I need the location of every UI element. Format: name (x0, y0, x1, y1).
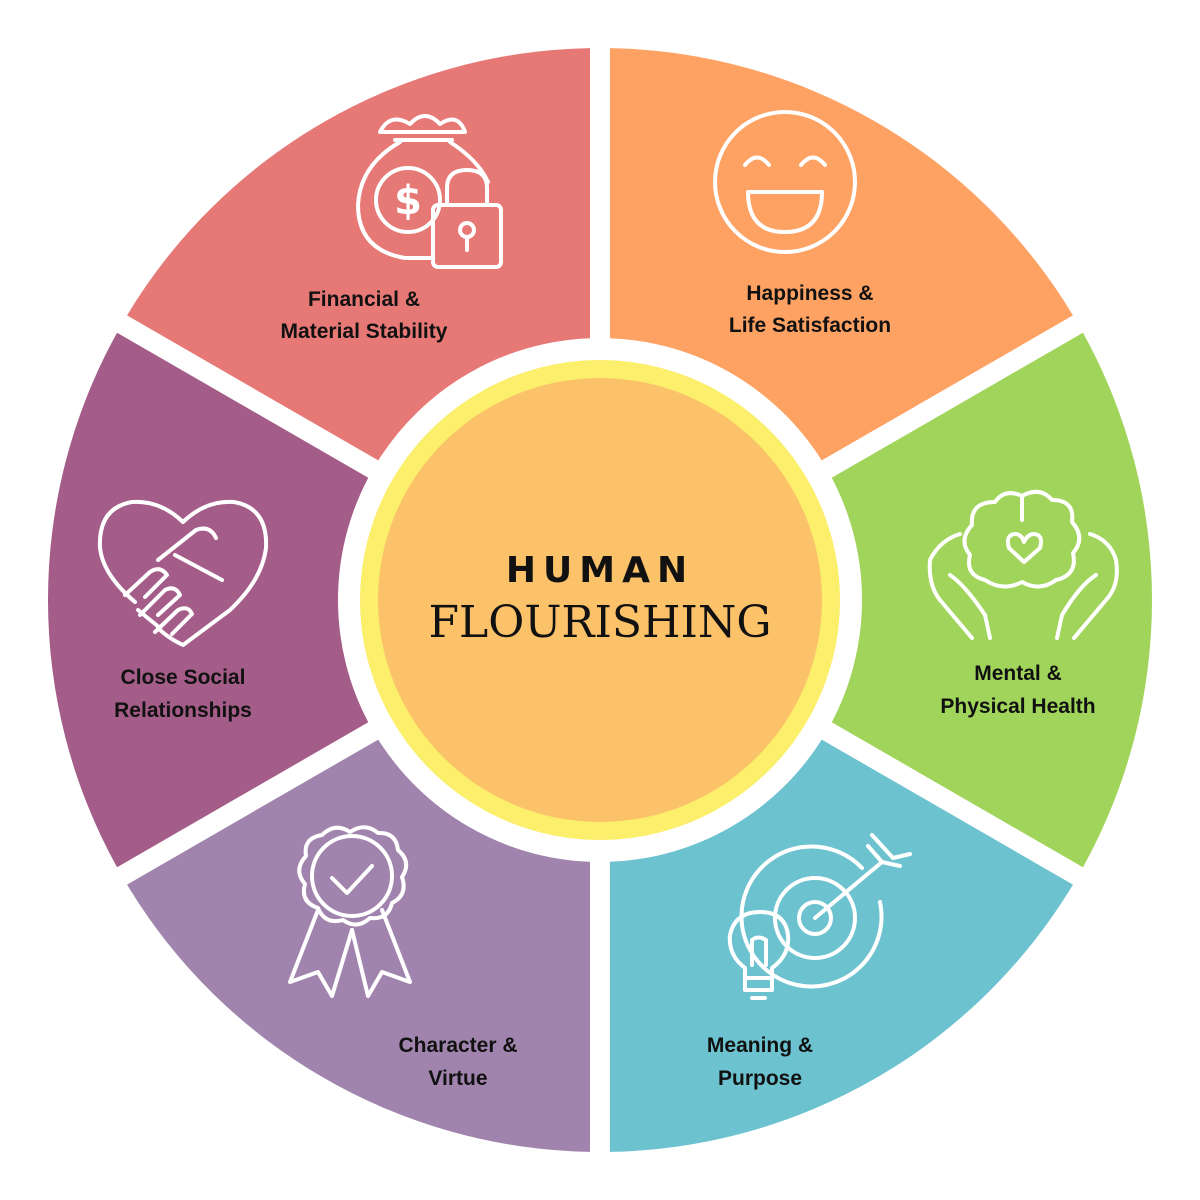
segment-relationships (47, 332, 369, 868)
handshake-heart-icon (97, 499, 269, 647)
center-title-bottom: FLOURISHING (429, 597, 772, 648)
label-relationships-line2: Relationships (114, 699, 252, 722)
label-meaning-line1: Meaning & (707, 1034, 813, 1057)
segment-character (127, 739, 591, 1152)
segment-happiness (609, 48, 1073, 461)
brain-hands-icon (927, 489, 1119, 640)
label-financial-line1: Financial & (308, 288, 420, 311)
award-ribbon-icon (288, 825, 412, 998)
segment-health (831, 332, 1152, 868)
center-title-top: HUMAN (506, 550, 694, 591)
label-health-line1: Mental & (974, 662, 1062, 685)
label-character-line2: Virtue (428, 1067, 487, 1090)
target-lightbulb-icon (727, 833, 912, 1000)
label-health-line2: Physical Health (940, 695, 1095, 718)
label-happiness-line1: Happiness & (746, 282, 873, 305)
label-character-line1: Character & (398, 1034, 517, 1057)
label-happiness-line2: Life Satisfaction (729, 314, 891, 337)
label-meaning-line2: Purpose (718, 1067, 802, 1090)
label-relationships-line1: Close Social (121, 666, 246, 689)
money-bag-lock-icon: $ (356, 114, 503, 269)
center-circle (378, 378, 822, 822)
label-financial-line2: Material Stability (281, 320, 448, 343)
smiley-face-icon (713, 110, 857, 254)
segment-financial (127, 48, 591, 461)
svg-text:$: $ (394, 178, 422, 224)
